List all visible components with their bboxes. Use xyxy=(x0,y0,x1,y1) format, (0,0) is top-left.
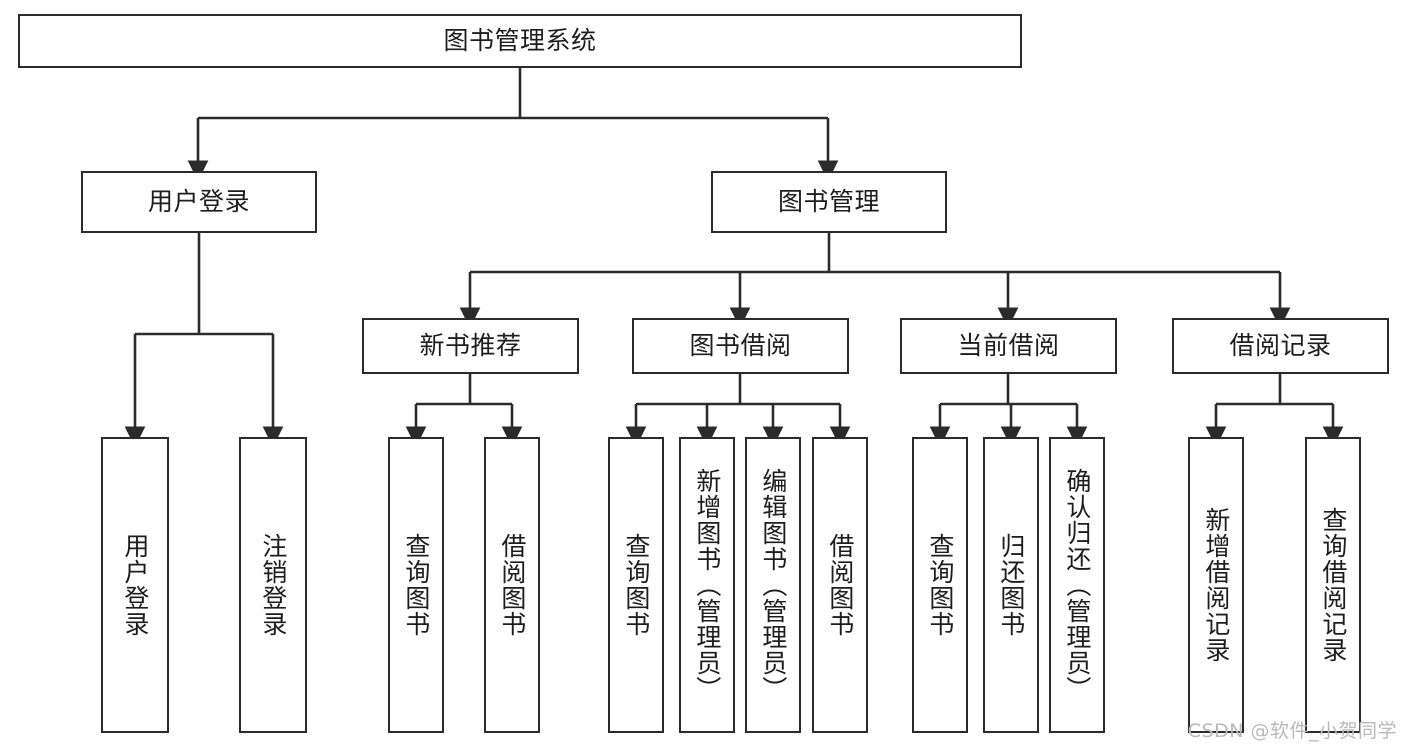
node-borrow-record[interactable]: 借阅记录 xyxy=(1172,318,1389,374)
node-book-borrow[interactable]: 图书借阅 xyxy=(632,318,849,374)
leaf-query-borrow-record[interactable]: 查询借阅记录 xyxy=(1305,437,1361,733)
leaf-label: 确认归还（管理员） xyxy=(1062,468,1092,702)
leaf-label: 借阅图书 xyxy=(825,533,855,637)
node-user-login-label: 用户登录 xyxy=(147,187,250,217)
node-root-label: 图书管理系统 xyxy=(443,26,597,56)
leaf-label: 注销登录 xyxy=(258,533,288,637)
leaf-label: 用户登录 xyxy=(120,533,150,637)
leaf-label: 查询图书 xyxy=(925,533,955,637)
leaf-label: 查询图书 xyxy=(401,533,431,637)
node-book-management-label: 图书管理 xyxy=(777,187,880,217)
leaf-query-book-borrow[interactable]: 查询图书 xyxy=(608,437,664,733)
leaf-label: 编辑图书（管理员） xyxy=(758,468,788,702)
node-root[interactable]: 图书管理系统 xyxy=(18,14,1022,68)
leaf-label: 归还图书 xyxy=(996,533,1026,637)
leaf-return-book[interactable]: 归还图书 xyxy=(983,437,1039,733)
leaf-logout[interactable]: 注销登录 xyxy=(239,437,307,733)
node-new-book-recommend-label: 新书推荐 xyxy=(419,331,522,361)
leaf-label: 新增借阅记录 xyxy=(1201,507,1231,663)
leaf-confirm-return-admin[interactable]: 确认归还（管理员） xyxy=(1049,437,1105,733)
node-book-management[interactable]: 图书管理 xyxy=(711,171,947,233)
csdn-watermark: CSDN @软件_小贺同学 xyxy=(1187,720,1397,742)
leaf-label: 新增图书（管理员） xyxy=(692,468,722,702)
leaf-label: 查询图书 xyxy=(621,533,651,637)
leaf-query-book-recommend[interactable]: 查询图书 xyxy=(388,437,444,733)
leaf-edit-book-admin[interactable]: 编辑图书（管理员） xyxy=(745,437,801,733)
leaf-query-book-current[interactable]: 查询图书 xyxy=(912,437,968,733)
leaf-label: 查询借阅记录 xyxy=(1318,507,1348,663)
leaf-add-book-admin[interactable]: 新增图书（管理员） xyxy=(679,437,735,733)
node-user-login[interactable]: 用户登录 xyxy=(81,171,317,233)
node-new-book-recommend[interactable]: 新书推荐 xyxy=(362,318,579,374)
leaf-add-borrow-record[interactable]: 新增借阅记录 xyxy=(1188,437,1244,733)
leaf-user-login[interactable]: 用户登录 xyxy=(101,437,169,733)
node-current-borrow[interactable]: 当前借阅 xyxy=(900,318,1117,374)
node-book-borrow-label: 图书借阅 xyxy=(689,331,792,361)
leaf-borrow-book[interactable]: 借阅图书 xyxy=(812,437,868,733)
node-current-borrow-label: 当前借阅 xyxy=(957,331,1060,361)
node-borrow-record-label: 借阅记录 xyxy=(1229,331,1332,361)
leaf-label: 借阅图书 xyxy=(497,533,527,637)
leaf-borrow-book-recommend[interactable]: 借阅图书 xyxy=(484,437,540,733)
